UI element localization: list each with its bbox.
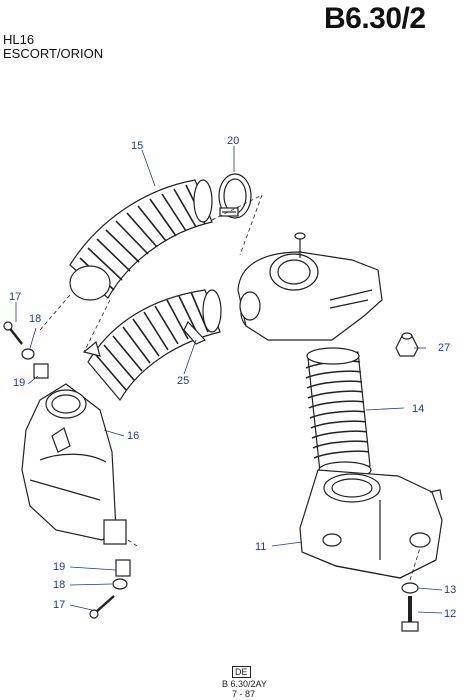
callout-13: 13	[444, 584, 456, 596]
callout-18-lower: 18	[53, 579, 65, 591]
drawing-date: 7 - 87	[232, 689, 256, 699]
part-20-hose-clamp	[218, 173, 252, 219]
vehicle-line: ESCORT/ORION	[3, 46, 104, 61]
callout-numbers: 15 20 17 18 19 25 16 27 14 11 19 18 17 1…	[9, 135, 456, 620]
callout-11: 11	[255, 541, 266, 553]
callout-27: 27	[438, 342, 450, 354]
callout-19-lower: 19	[53, 561, 65, 573]
callout-25: 25	[177, 375, 189, 387]
callout-17-lower: 17	[53, 599, 65, 611]
left-upper-fasteners	[3, 321, 49, 379]
part-air-box-upper	[237, 232, 383, 341]
callout-19-upper: 19	[13, 377, 25, 389]
part-25-lower-hose	[82, 289, 222, 402]
callout-leaders	[15, 146, 443, 614]
callout-18-upper: 18	[29, 313, 41, 325]
section-code: B6.30/2	[324, 2, 426, 35]
callout-15: 15	[131, 140, 143, 152]
right-fasteners	[401, 582, 419, 632]
language-box: DE	[232, 666, 251, 678]
part-14-bellows	[305, 347, 372, 479]
assembly-lines	[39, 194, 421, 581]
part-16-elbow-duct	[21, 383, 127, 545]
callout-12: 12	[444, 608, 456, 620]
callout-17-upper: 17	[9, 291, 21, 303]
part-27-grommet	[395, 332, 419, 357]
drawing-code: B 6.30/2AY	[222, 679, 267, 689]
left-lower-fasteners	[89, 559, 131, 619]
callout-16: 16	[127, 430, 139, 442]
part-11-air-box-lower	[299, 469, 443, 579]
callout-20: 20	[227, 135, 239, 147]
callout-14: 14	[412, 403, 424, 415]
model-line: HL16	[3, 32, 35, 47]
part-drawings	[3, 173, 443, 632]
part-15-upper-hose	[69, 179, 213, 301]
